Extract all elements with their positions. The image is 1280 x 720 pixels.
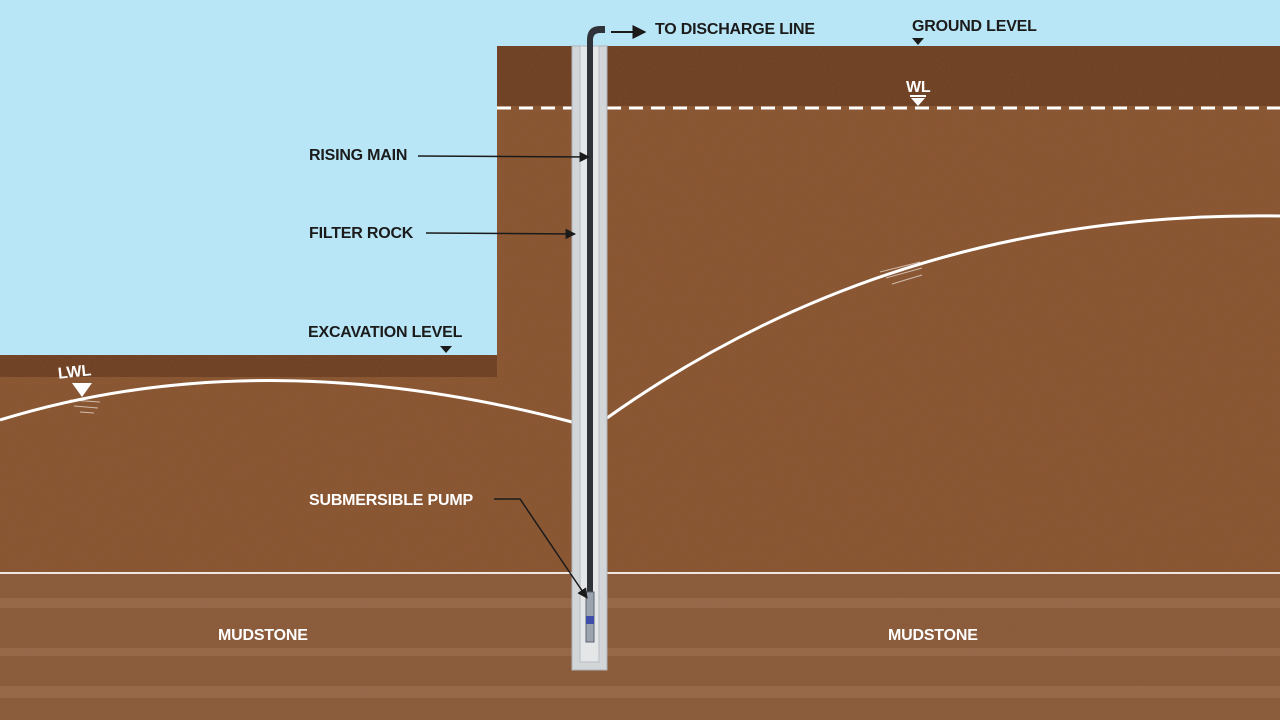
filter-rock-leader <box>425 228 577 240</box>
lowered-water-level-label: LWL <box>57 362 92 383</box>
rising-main-leader <box>417 151 591 163</box>
excavation-level-marker <box>440 346 452 353</box>
submersible-pump-label: SUBMERSIBLE PUMP <box>309 492 473 509</box>
ground-level-label: GROUND LEVEL <box>912 18 1037 35</box>
soil-texture <box>497 46 1280 720</box>
ripple-marks-right <box>879 261 923 285</box>
discharge-line-label: TO DISCHARGE LINE <box>655 21 815 38</box>
pump-motor-band <box>586 616 594 624</box>
filter-rock-label: FILTER ROCK <box>309 225 414 242</box>
rising-main-label: RISING MAIN <box>309 147 408 164</box>
soil-texture <box>0 355 497 720</box>
water-level-marker <box>911 98 925 106</box>
lowered-water-level-curve-left <box>0 379 573 424</box>
rising-main-pipe <box>587 40 593 592</box>
submersible-pump-leader <box>494 498 588 599</box>
ripple-marks-left <box>69 399 101 414</box>
lowered-water-level-curve-right <box>606 214 1280 420</box>
discharge-elbow <box>587 26 605 40</box>
ground-level-marker <box>912 38 924 45</box>
water-level-label: WL <box>906 79 931 96</box>
lowered-water-level-marker <box>72 383 92 397</box>
excavation-level-label: EXCAVATION LEVEL <box>308 324 463 341</box>
mudstone-label-left: MUDSTONE <box>218 627 308 644</box>
mudstone-label-right: MUDSTONE <box>888 627 978 644</box>
